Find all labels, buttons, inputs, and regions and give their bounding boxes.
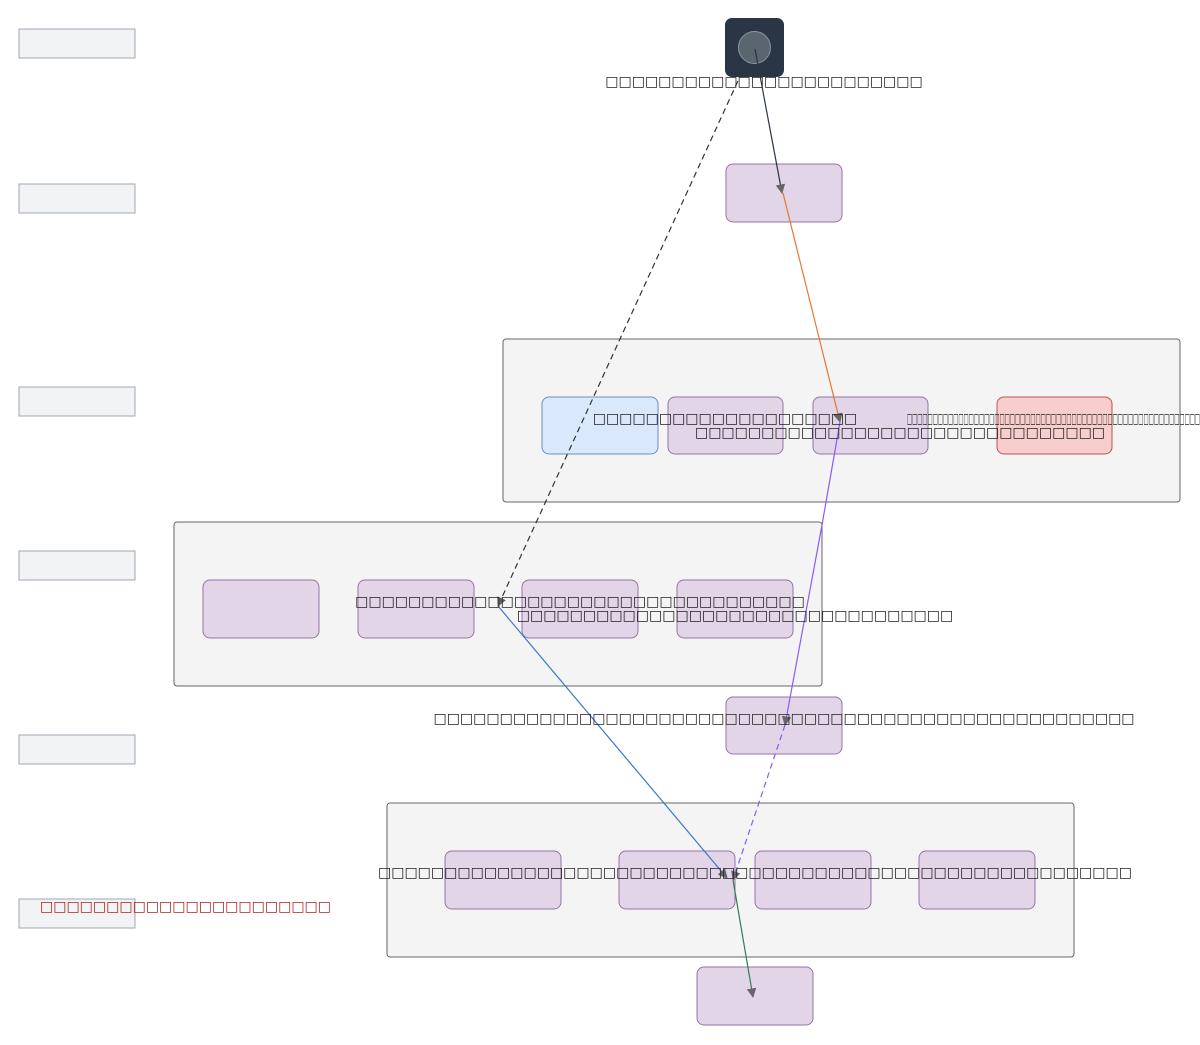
lane-box-4 <box>18 550 136 581</box>
actor-icon <box>738 31 771 64</box>
step1-node[interactable] <box>725 163 843 223</box>
group2-node-a[interactable] <box>202 579 320 639</box>
group1-node-a[interactable] <box>541 396 659 455</box>
lane-box-3 <box>18 386 136 417</box>
lane-box-5 <box>18 734 136 765</box>
group1-node-b[interactable] <box>667 396 784 455</box>
group1-d-edge-label: □□□□□□□□□□□□□□□□□□□□□□□□□□□□□□□□□□□□□□□□… <box>907 411 1200 427</box>
group3-node-c[interactable] <box>754 850 872 910</box>
lane-box-2 <box>18 183 136 214</box>
edge-group3-to-end <box>732 879 757 998</box>
edge-step1-to-group1 <box>782 192 843 423</box>
end-node[interactable] <box>696 966 814 1026</box>
group1-b-edge-label: □□□□□□□□□□□□□□□□□□□□ <box>593 411 858 427</box>
group1-node-d[interactable] <box>996 396 1113 455</box>
edge-labels: □□□□□□□□□□□□□□□□□□□□□□□□ □□□□□□□□□□□□□□□… <box>355 74 1200 881</box>
group2-c-edge-label: □□□□□□□□□□□□□□□□□□□□□□□□□□□□□□□□□□ <box>355 594 805 610</box>
edge-start-to-group2 <box>497 71 743 607</box>
edge-group1-to-mid <box>781 421 841 726</box>
start-actor[interactable] <box>725 18 784 77</box>
group3-b-edge-label: □□□□□□□□□□□□□□□□□□□□□□□□□□□□□□□□□□□□□□□□… <box>378 865 1132 881</box>
lane-box-1 <box>18 28 136 59</box>
lane-box-6 <box>18 898 136 929</box>
group2-node-d[interactable] <box>676 579 794 639</box>
edge-start-to-step1 <box>754 48 786 194</box>
group3-node-d[interactable] <box>918 850 1036 910</box>
edge-mid-to-group3 <box>731 724 786 881</box>
start-label: □□□□□□□□□□□□□□□□□□□□□□□□ <box>605 74 922 90</box>
group1-node-c[interactable] <box>812 396 929 455</box>
group2-d-edge-label: □□□□□□□□□□□□□□□□□□□□□□□□□□□□□□□□□ <box>517 608 954 624</box>
lane-label-6: □□□□□□□□□□□□□□□□□□□□□□ <box>40 899 331 915</box>
group2-node-b[interactable] <box>357 579 475 639</box>
edges <box>497 48 843 998</box>
group1-c-edge-label: □□□□□□□□□□□□□□□□□□□□□□□□□□□□□□□ <box>695 425 1105 441</box>
lane-markers: □□□□□□□□□□□□□□□□□□□□□□ <box>18 28 331 929</box>
edge-group2-to-group3 <box>497 605 728 879</box>
group3-node-a[interactable] <box>444 850 562 910</box>
mid-edge-label: □□□□□□□□□□□□□□□□□□□□□□□□□□□□□□□□□□□□□□□□… <box>433 711 1134 727</box>
group2-node-c[interactable] <box>521 579 639 639</box>
